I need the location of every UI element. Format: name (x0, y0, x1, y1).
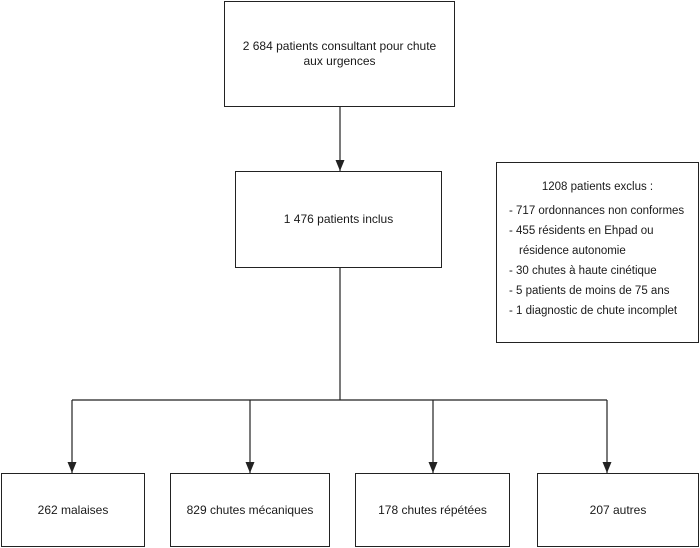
excluded-item: - 5 patients de moins de 75 ans (509, 285, 670, 297)
autres-label: 207 autres (589, 502, 647, 517)
arrowhead-mecaniques (245, 462, 255, 473)
included-patients-box: 1 476 patients inclus (235, 171, 442, 268)
excluded-item: - 30 chutes à haute cinétique (509, 265, 657, 277)
total-patients-label: 2 684 patients consultant pour chute aux… (242, 39, 437, 68)
excluded-item: résidence autonomie (519, 245, 626, 257)
chutes-mecaniques-box: 829 chutes mécaniques (170, 473, 330, 547)
autres-box: 207 autres (537, 473, 699, 547)
excluded-title: 1208 patients exclus : (541, 181, 654, 193)
chutes-repetees-label: 178 chutes répétées (378, 502, 487, 517)
excluded-item: - 1 diagnostic de chute incomplet (509, 305, 678, 317)
malaises-box: 262 malaises (1, 473, 145, 547)
total-patients-box: 2 684 patients consultant pour chute aux… (224, 1, 455, 107)
arrowhead-included (335, 160, 345, 171)
excluded-patients-box: 1208 patients exclus : - 717 ordonnances… (496, 162, 699, 343)
chutes-mecaniques-label: 829 chutes mécaniques (186, 502, 314, 517)
chutes-repetees-box: 178 chutes répétées (355, 473, 510, 547)
arrowhead-malaises (67, 462, 77, 473)
excluded-item: - 717 ordonnances non conformes (509, 205, 685, 217)
arrowhead-autres (602, 462, 612, 473)
excluded-item: - 455 résidents en Ehpad ou (509, 225, 654, 237)
included-patients-label: 1 476 patients inclus (283, 212, 394, 226)
malaises-label: 262 malaises (37, 502, 109, 517)
arrowhead-repetees (428, 462, 438, 473)
